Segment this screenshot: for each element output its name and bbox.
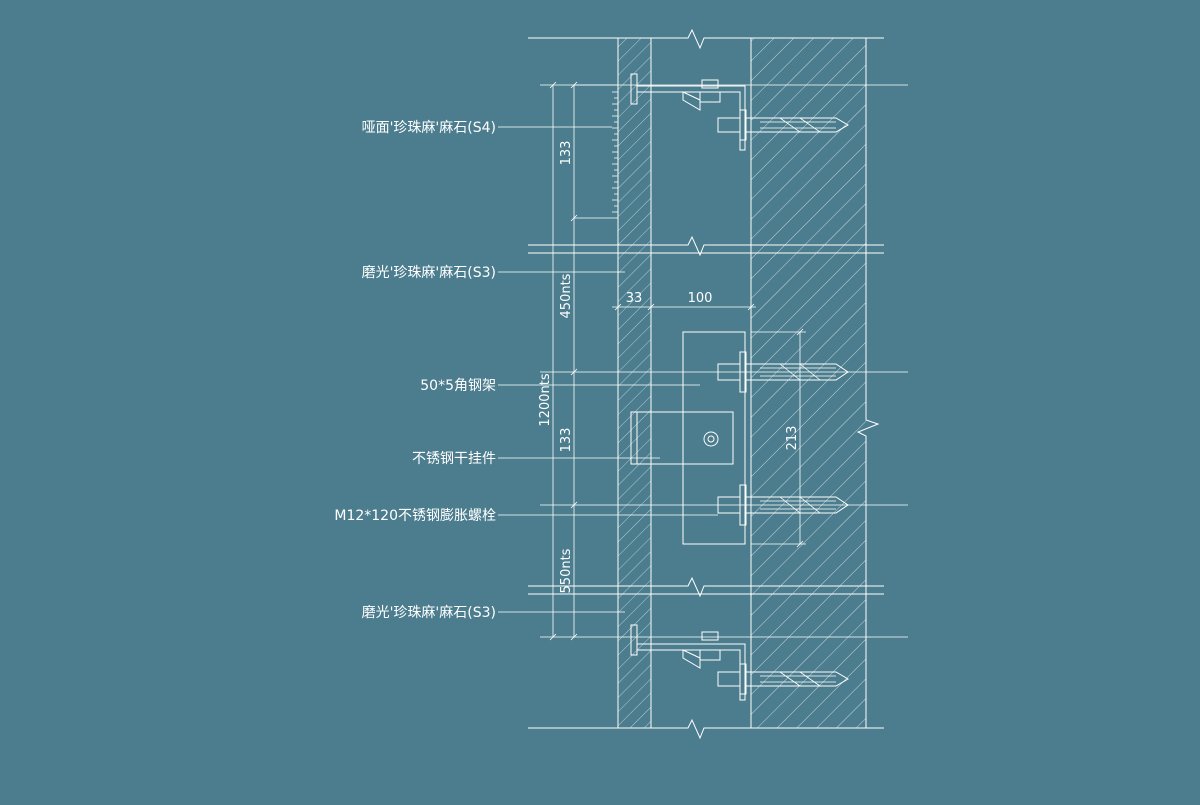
label-bolt: M12*120不锈钢膨胀螺栓 bbox=[334, 507, 496, 524]
dim-550: 550nts bbox=[559, 548, 574, 593]
dim-450: 450nts bbox=[559, 273, 574, 318]
dim-1200: 1200nts bbox=[538, 373, 553, 426]
label-s3-top: 磨光'珍珠麻'麻石(S3) bbox=[362, 265, 496, 281]
label-s4: 哑面'珍珠麻'麻石(S4) bbox=[362, 120, 496, 136]
break-lines bbox=[528, 28, 884, 740]
dim-133-mid: 133 bbox=[559, 428, 574, 453]
dim-33: 33 bbox=[626, 291, 643, 306]
label-angle-steel: 50*5角钢架 bbox=[420, 378, 496, 394]
concrete-wall bbox=[750, 38, 880, 728]
dim-133-top: 133 bbox=[559, 141, 574, 166]
tick-marks bbox=[612, 91, 618, 213]
dim-213: 213 bbox=[785, 426, 800, 451]
leader-lines bbox=[498, 126, 718, 613]
bottom-bracket bbox=[630, 624, 849, 701]
horizontal-dimensions bbox=[612, 298, 756, 312]
middle-bracket bbox=[630, 331, 849, 545]
dim-100: 100 bbox=[688, 291, 713, 306]
stone-cladding bbox=[617, 38, 652, 728]
vertical-dimensions bbox=[549, 81, 806, 641]
top-bracket bbox=[630, 73, 849, 151]
label-s3-bottom: 磨光'珍珠麻'麻石(S3) bbox=[362, 605, 496, 621]
label-hanger: 不锈钢干挂件 bbox=[412, 451, 496, 467]
